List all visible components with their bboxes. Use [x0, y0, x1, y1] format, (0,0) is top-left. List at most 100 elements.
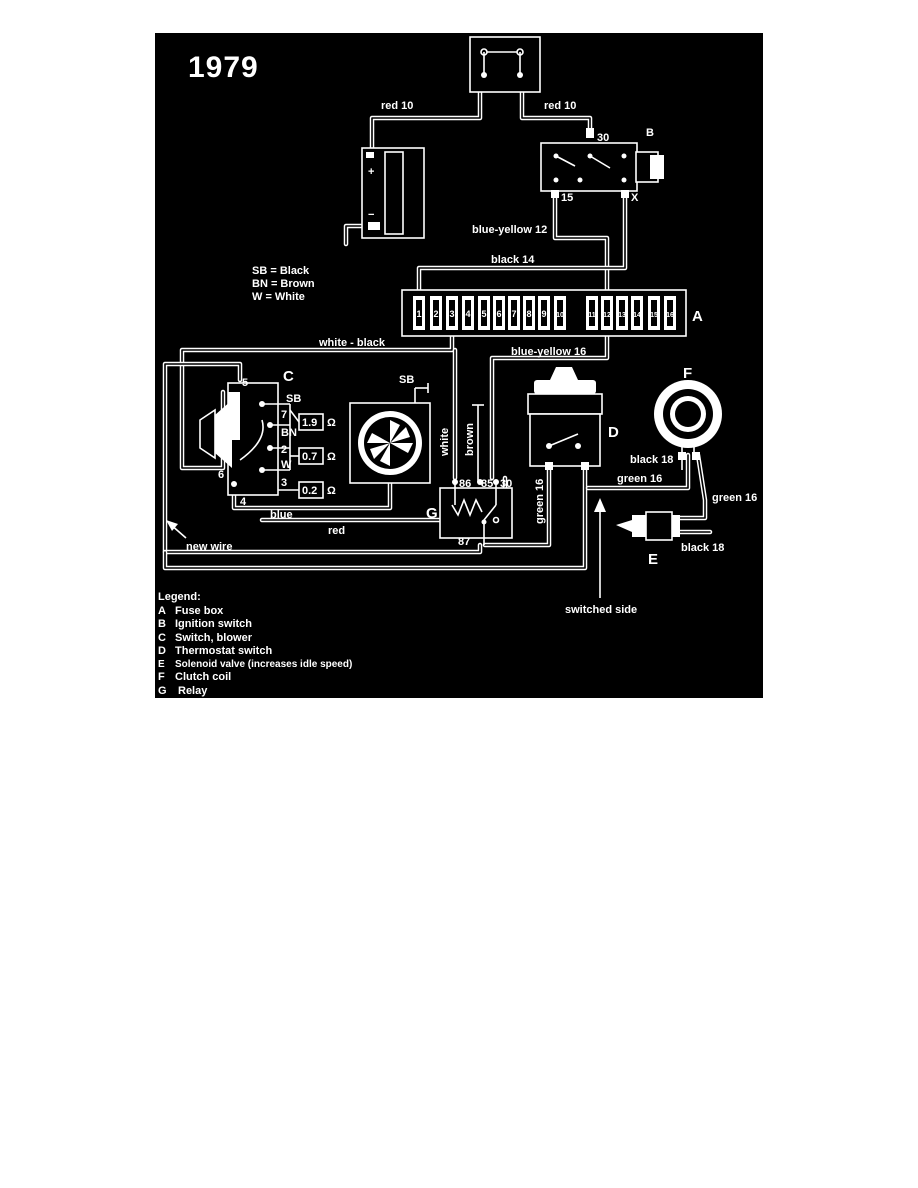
blower-switch: [199, 382, 324, 499]
legend-title: Legend:: [158, 591, 201, 603]
fuse-slot-inner: [449, 300, 455, 326]
year-label: 1979: [188, 51, 259, 84]
switched-side-label: switched side: [565, 604, 637, 616]
legend-text-e: Solenoid valve (increases idle speed): [175, 659, 352, 670]
clutch-coil: [654, 380, 722, 470]
resistor-2-ohm: Ω: [327, 451, 336, 463]
fuse-slot-inner: [496, 300, 502, 326]
abbreviation-w: W = White: [252, 291, 305, 303]
fuse-slot-inner: [651, 300, 657, 326]
component-letter-d: D: [608, 424, 619, 441]
wire-harness: [162, 85, 713, 571]
fuse-slot-inner: [589, 300, 595, 326]
ignition-terminal-x: X: [631, 192, 639, 204]
fuse-slot-inner: [604, 300, 610, 326]
thermostat-switch: [527, 367, 603, 470]
fuse-slot-inner: [557, 300, 563, 326]
wire-label-black18-lower: black 18: [681, 542, 724, 554]
component-letter-f: F: [683, 365, 692, 382]
legend: Legend: A Fuse box B Ignition switch C S…: [158, 591, 352, 697]
legend-letter-c: C: [158, 632, 166, 644]
fuse-number: 6: [496, 309, 501, 319]
wire-label-green16-vertical: green 16: [534, 479, 546, 524]
legend-letter-d: D: [158, 645, 166, 657]
fuse-number: 8: [526, 309, 531, 319]
fuse-number: 10: [556, 312, 564, 319]
ignition-switch: [540, 128, 664, 198]
wire-label-brown: brown: [464, 423, 476, 456]
diagram-panel: [155, 33, 763, 698]
wire-code-sb: SB: [286, 393, 301, 405]
wire-label-black-14: black 14: [491, 254, 535, 266]
switched-side-arrow: [594, 498, 606, 598]
fuse-slot-inner: [481, 300, 487, 326]
fuse-slot-inner: [416, 300, 422, 326]
top-switch: [469, 36, 541, 93]
wire-code-w: W: [281, 459, 292, 471]
fuse-slot-inner: [541, 300, 547, 326]
fuse-number: 11: [588, 312, 596, 319]
fuse-number: 15: [650, 312, 658, 319]
fuse-number: 14: [633, 312, 641, 319]
fuse-number: 16: [666, 312, 674, 319]
resistor-1-value: 1.9: [302, 417, 317, 429]
blower-terminal-6: 6: [218, 469, 224, 481]
wire-label-green16-horizontal: green 16: [617, 473, 662, 485]
fuse-slot-inner: [634, 300, 640, 326]
fuse-slot-inner: [433, 300, 439, 326]
legend-text-g: Relay: [178, 685, 208, 697]
wire-code-bn: BN: [281, 427, 297, 439]
wire-label-new-wire: new wire: [186, 541, 232, 553]
fuse-number: 9: [541, 309, 546, 319]
resistor-2-value: 0.7: [302, 451, 317, 463]
blower-terminal-7: 7: [281, 409, 287, 421]
legend-letter-a: A: [158, 605, 166, 617]
blower-terminal-2: 2: [281, 444, 287, 456]
wire-label-white-black: white - black: [318, 337, 386, 349]
blower-terminal-5: 5: [242, 377, 248, 389]
legend-text-a: Fuse box: [175, 605, 224, 617]
relay-terminal-86: 86: [459, 478, 471, 490]
abbreviation-bn: BN = Brown: [252, 278, 315, 290]
wire-label-green16-right: green 16: [712, 492, 757, 504]
relay-terminal-87: 87: [458, 536, 470, 548]
fuse-number: 13: [618, 312, 626, 319]
blower-terminal-4: 4: [240, 496, 247, 508]
legend-text-d: Thermostat switch: [175, 645, 272, 657]
wire-label-red10-right: red 10: [544, 100, 576, 112]
wire-label-red10-left: red 10: [381, 100, 413, 112]
abbreviation-sb: SB = Black: [252, 265, 310, 277]
legend-text-f: Clutch coil: [175, 671, 231, 683]
battery: + −: [361, 147, 425, 239]
resistor-1-ohm: Ω: [327, 417, 336, 429]
wire-label-white: white: [439, 428, 451, 457]
resistor-3-ohm: Ω: [327, 485, 336, 497]
wire-label-blue-yellow-12: blue-yellow 12: [472, 224, 547, 236]
fan-ground-label: SB: [399, 374, 414, 386]
ignition-terminal-15: 15: [561, 192, 573, 204]
fuse-number: 12: [603, 312, 611, 319]
component-letter-g: G: [426, 505, 438, 522]
fuse-slot-inner: [667, 300, 673, 326]
component-letter-e: E: [648, 551, 658, 568]
fuse-slot-inner: [465, 300, 471, 326]
component-letter-c: C: [283, 368, 294, 385]
svg-text:−: −: [368, 209, 374, 221]
wire-label-red: red: [328, 525, 345, 537]
legend-text-c: Switch, blower: [175, 632, 253, 644]
fuse-slot-inner: [619, 300, 625, 326]
fuse-slot-inner: [526, 300, 532, 326]
fuse-number: 7: [511, 309, 516, 319]
ignition-terminal-30: 30: [597, 132, 609, 144]
fuse-number: 3: [449, 309, 454, 319]
legend-text-b: Ignition switch: [175, 618, 252, 630]
fuse-number: 5: [481, 309, 486, 319]
resistor-3-value: 0.2: [302, 485, 317, 497]
relay-terminal-85: 85: [481, 478, 493, 490]
svg-text:+: +: [368, 166, 374, 178]
component-letter-a: A: [692, 308, 703, 325]
relay: [439, 404, 513, 545]
relay-terminal-30: 30: [500, 478, 512, 490]
